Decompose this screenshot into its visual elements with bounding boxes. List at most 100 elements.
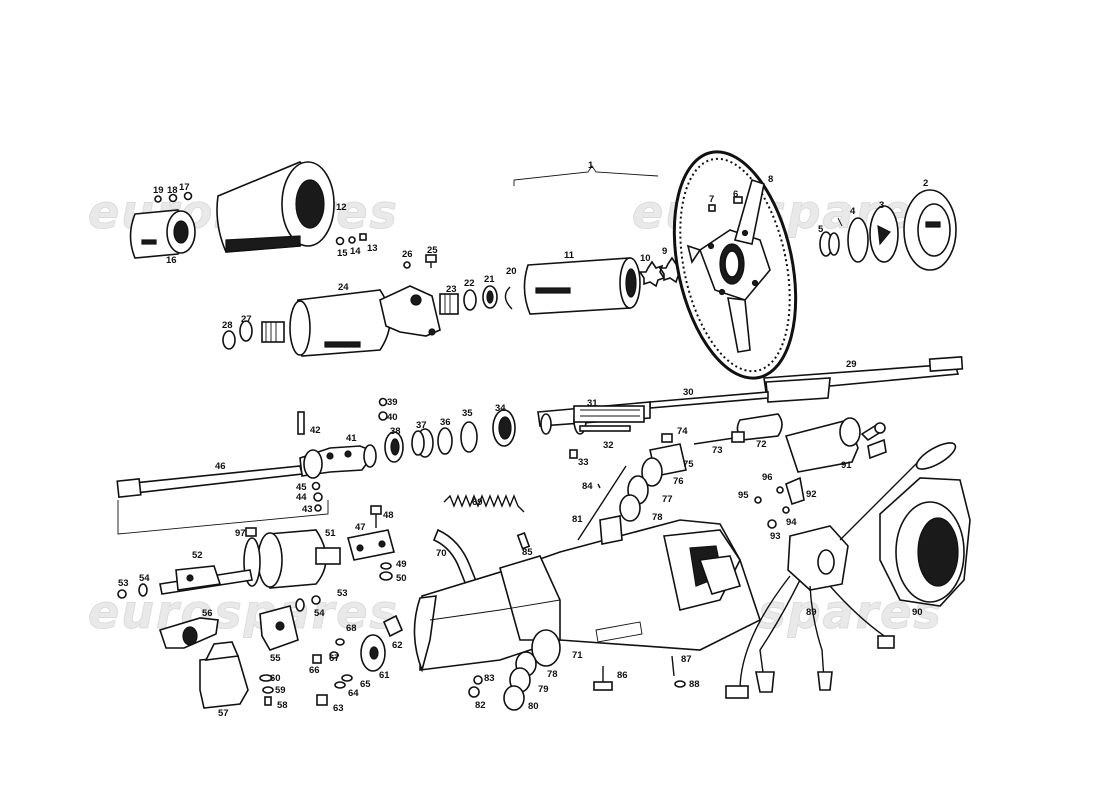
label-part-67: 67 <box>329 653 340 664</box>
label-part-30: 30 <box>683 387 694 398</box>
universal-joint-group <box>116 411 377 535</box>
label-part-8: 8 <box>768 174 773 185</box>
label-part-37: 37 <box>416 420 427 431</box>
column-bearing-group <box>222 254 686 357</box>
label-part-36: 36 <box>440 417 451 428</box>
label-part-18: 18 <box>167 185 178 196</box>
label-part-60: 60 <box>270 673 281 684</box>
part-number-labels: 1 2 3 4 5 6 7 8 9 10 11 12 13 14 15 16 1… <box>118 160 928 719</box>
label-part-22: 22 <box>464 278 475 289</box>
label-part-2: 2 <box>923 178 928 189</box>
label-part-66: 66 <box>309 665 320 676</box>
label-part-5: 5 <box>818 224 824 235</box>
label-part-23: 23 <box>446 284 457 295</box>
label-part-65: 65 <box>360 679 371 690</box>
label-part-83: 83 <box>484 673 495 684</box>
label-part-38: 38 <box>390 426 401 437</box>
label-part-56: 56 <box>202 608 213 619</box>
label-part-31: 31 <box>587 398 598 409</box>
label-part-50: 50 <box>396 573 407 584</box>
label-part-6: 6 <box>733 189 738 200</box>
label-part-68: 68 <box>346 623 357 634</box>
label-part-74: 74 <box>677 426 688 437</box>
label-part-63: 63 <box>333 703 344 714</box>
label-part-73: 73 <box>712 445 723 456</box>
label-part-41: 41 <box>346 433 357 444</box>
label-part-27: 27 <box>241 314 252 325</box>
label-part-78b: 78 <box>547 669 558 680</box>
label-part-64: 64 <box>348 688 359 699</box>
spring-and-hose <box>432 494 531 592</box>
label-part-62: 62 <box>392 640 403 651</box>
steering-cowl <box>879 477 971 607</box>
label-part-11: 11 <box>564 250 575 261</box>
label-part-39: 39 <box>387 397 398 408</box>
label-part-84: 84 <box>582 481 593 492</box>
lower-joint-group <box>117 505 404 709</box>
label-part-35: 35 <box>462 408 473 419</box>
label-part-13: 13 <box>367 243 378 254</box>
horn-button-group <box>819 189 957 271</box>
label-part-52: 52 <box>192 550 203 561</box>
label-part-72: 72 <box>756 439 767 450</box>
label-part-75: 75 <box>683 459 694 470</box>
label-part-34: 34 <box>495 403 506 414</box>
label-part-59: 59 <box>275 685 286 696</box>
label-part-10: 10 <box>640 253 651 264</box>
label-part-85: 85 <box>522 547 533 558</box>
label-part-7: 7 <box>709 194 714 205</box>
label-part-44: 44 <box>296 492 307 503</box>
label-part-51: 51 <box>325 528 336 539</box>
label-part-87: 87 <box>681 654 692 665</box>
label-part-95: 95 <box>738 490 749 501</box>
label-part-20: 20 <box>506 266 517 277</box>
label-part-1: 1 <box>588 160 594 171</box>
label-part-28: 28 <box>222 320 233 331</box>
label-part-25: 25 <box>427 245 438 256</box>
label-part-26: 26 <box>402 249 413 260</box>
label-part-33: 33 <box>578 457 589 468</box>
steering-shroud-group <box>129 161 367 259</box>
label-part-57: 57 <box>218 708 229 719</box>
label-part-19: 19 <box>153 185 164 196</box>
steering-shaft-group <box>537 356 964 459</box>
label-part-81: 81 <box>572 514 583 525</box>
label-part-16: 16 <box>166 255 177 266</box>
label-part-43: 43 <box>302 504 313 515</box>
leader-lines <box>513 165 843 227</box>
ignition-lock-and-switches <box>593 417 957 699</box>
label-part-71: 71 <box>572 650 583 661</box>
label-part-3: 3 <box>879 200 884 211</box>
label-part-54b: 54 <box>314 608 325 619</box>
label-part-45: 45 <box>296 482 307 493</box>
label-part-29: 29 <box>846 359 857 370</box>
label-part-77: 77 <box>662 494 673 505</box>
label-part-79: 79 <box>538 684 549 695</box>
column-spacers <box>468 413 783 711</box>
steering-wheel <box>672 150 798 380</box>
label-part-32: 32 <box>603 440 614 451</box>
column-tube <box>413 515 761 673</box>
label-part-69: 69 <box>472 497 483 508</box>
label-part-42: 42 <box>310 425 321 436</box>
label-part-96: 96 <box>762 472 773 483</box>
label-part-86: 86 <box>617 670 628 681</box>
label-part-88: 88 <box>689 679 700 690</box>
label-part-78: 78 <box>652 512 663 523</box>
label-part-12: 12 <box>336 202 347 213</box>
shaft-bearings <box>378 397 516 463</box>
label-part-24: 24 <box>338 282 349 293</box>
label-part-97: 97 <box>235 528 246 539</box>
label-part-9: 9 <box>662 246 667 257</box>
label-part-49: 49 <box>396 559 407 570</box>
label-part-4: 4 <box>850 206 856 217</box>
label-part-54: 54 <box>139 573 150 584</box>
label-part-82: 82 <box>475 700 486 711</box>
label-part-93: 93 <box>770 531 781 542</box>
label-part-17: 17 <box>179 182 190 193</box>
label-part-76: 76 <box>673 476 684 487</box>
label-part-48: 48 <box>383 510 394 521</box>
watermark-bottom-left: eurospares <box>88 585 399 639</box>
label-part-21: 21 <box>484 274 495 285</box>
